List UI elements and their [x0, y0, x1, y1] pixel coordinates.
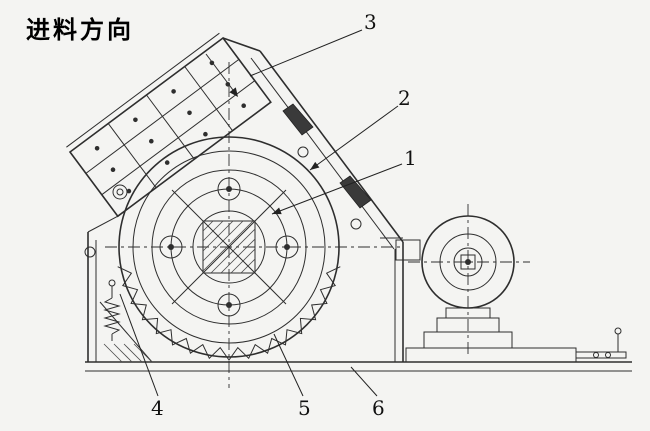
part-label-5: 5 [298, 396, 311, 420]
leader-1 [271, 163, 403, 215]
leader-6 [350, 366, 378, 397]
leader-lines [119, 29, 403, 397]
part-label-6: 6 [372, 396, 385, 420]
leader-2 [309, 105, 399, 171]
bearing-block [395, 239, 421, 261]
feed-direction-arrow [205, 53, 238, 97]
part-label-3: 3 [364, 10, 377, 34]
rotor-bolts [159, 177, 299, 317]
leader-4 [119, 293, 159, 397]
liner-rivets [94, 60, 246, 194]
suspension-spring [103, 279, 121, 341]
feed-direction-title: 进料方向 [26, 17, 134, 44]
part-label-1: 1 [404, 146, 417, 170]
blow-bars [282, 103, 372, 230]
part-label-4: 4 [151, 396, 164, 420]
motor-assembly [405, 204, 627, 363]
leader-3 [249, 29, 363, 77]
part-label-2: 2 [398, 86, 411, 110]
serrated-ring [117, 266, 341, 361]
leader-5 [273, 333, 304, 397]
slide-rail [575, 327, 627, 359]
rotor-centerlines [105, 62, 402, 388]
rotor [117, 136, 341, 361]
